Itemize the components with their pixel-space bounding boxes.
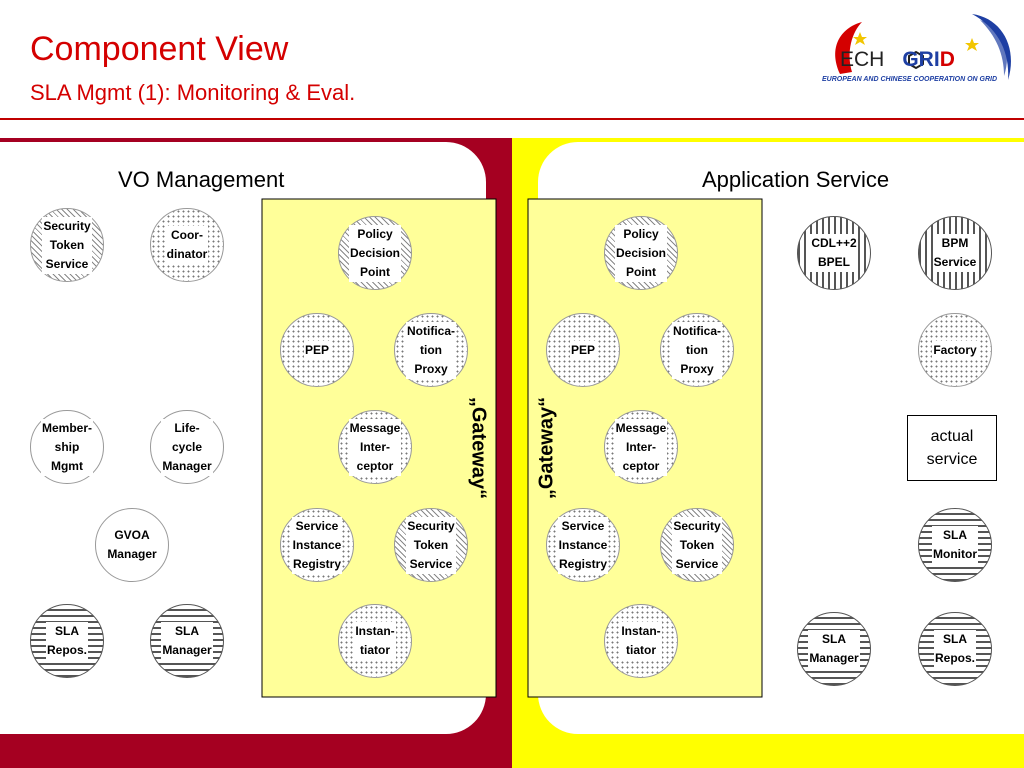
logo-swoosh-graphic [835,14,1011,80]
actual-service-box[interactable]: actual service [907,415,997,481]
left-pep-node[interactable]: PEP [280,313,354,387]
right-pep-node[interactable]: PEP [546,313,620,387]
node-label: Factory [932,340,978,360]
node-label: Coor-dinator [165,226,209,264]
logo-subtitle: EUROPEAN AND CHINESE COOPERATION ON GRID [822,76,998,83]
actual-service-line2: service [926,451,978,468]
vo-management-title: VO Management [118,167,285,192]
node-label: Instan-tiator [620,622,662,660]
left-instantiator-node[interactable]: Instan-tiator [338,604,412,678]
application-service-title: Application Service [702,167,890,192]
app-factory-node[interactable]: Factory [918,313,992,387]
vo-coordinator-node[interactable]: Coor-dinator [150,208,224,282]
node-label: Instan-tiator [354,622,396,660]
header-divider [0,118,1024,120]
right-instantiator-node[interactable]: Instan-tiator [604,604,678,678]
node-label: PEP [569,340,596,360]
right-gateway-label: „Gateway“ [535,396,558,500]
page-title: Component View [30,30,289,68]
page-subtitle: SLA Mgmt (1): Monitoring & Eval. [30,80,356,105]
actual-service-line1: actual [930,428,974,445]
left-gateway-label: „Gateway“ [467,396,490,500]
node-label: PEP [303,340,330,360]
